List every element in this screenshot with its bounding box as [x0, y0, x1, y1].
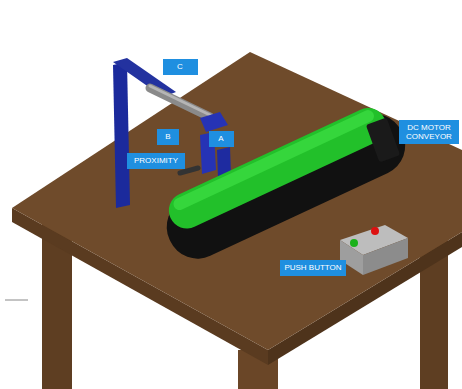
green-button: [350, 239, 358, 247]
proximity-sensor: [180, 168, 198, 173]
motor-body: [366, 117, 400, 162]
callout-box: A: [209, 131, 234, 146]
callout-label: A: [213, 134, 230, 143]
callout-label: PROXIMITY: [131, 156, 181, 165]
callout-label: DC MOTOR CONVEYOR: [403, 123, 455, 141]
callout-box: DC MOTOR CONVEYOR: [399, 120, 459, 144]
conveyor-belt: [163, 102, 392, 234]
gripper-head: [200, 112, 228, 132]
table-top: [12, 52, 462, 350]
stray-line: [5, 300, 28, 301]
callout-box: PROXIMITY: [127, 153, 185, 168]
cylinder-highlight: [150, 86, 210, 115]
callout-label: C: [167, 62, 194, 71]
frame-post: [113, 62, 130, 208]
callout-box: B: [157, 129, 179, 144]
button-box-side: [363, 238, 408, 275]
conveyor: [154, 98, 415, 269]
callout-box: C: [163, 59, 198, 74]
callout-box: PUSH BUTTON: [280, 260, 345, 275]
conveyor-body: [157, 104, 415, 268]
red-button: [371, 227, 379, 235]
callout-label: PUSH BUTTON: [284, 263, 341, 272]
belt-highlight: [171, 108, 375, 212]
dc-motor: [366, 117, 400, 162]
callout-label: B: [161, 132, 175, 141]
pneumatic-cylinder: [150, 88, 210, 117]
